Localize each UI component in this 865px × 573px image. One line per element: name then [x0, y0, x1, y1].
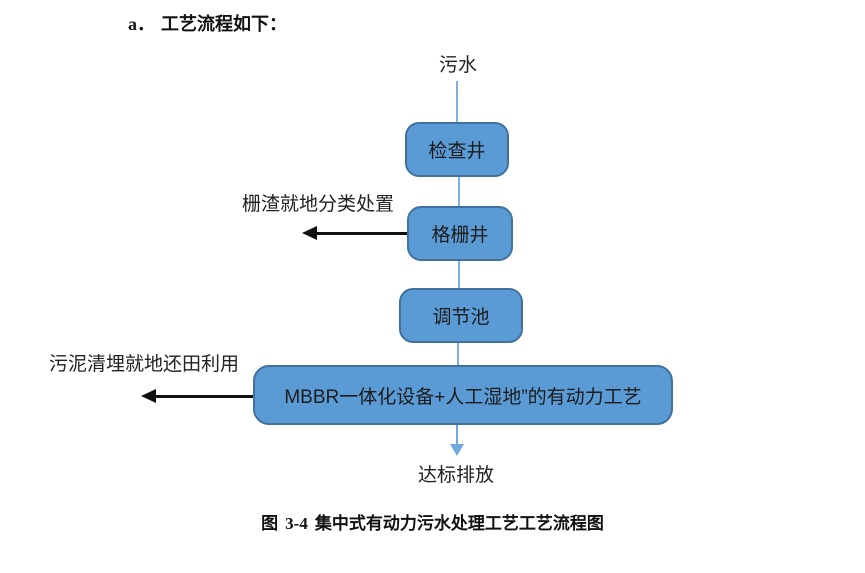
flow-source-label: 污水: [438, 55, 477, 76]
flow-node-mbbr-process: MBBR一体化设备+人工湿地”的有动力工艺: [253, 365, 673, 425]
caption-title: 集中式有动力污水处理工艺工艺流程图: [314, 514, 604, 533]
caption-figure-word: 图: [261, 514, 279, 533]
branch-arrow-line: [155, 395, 253, 398]
heading-text: 工艺流程如下：: [161, 14, 287, 34]
section-heading: a． 工艺流程如下：: [128, 10, 287, 36]
flow-node-regulating-tank: 调节池: [399, 288, 523, 343]
heading-list-marker: a．: [128, 14, 155, 34]
branch-arrow-line: [316, 232, 408, 235]
left-arrowhead-icon: [302, 226, 317, 240]
left-arrowhead-icon: [141, 389, 156, 403]
node-label: 格栅井: [431, 225, 489, 246]
connector-line: [458, 177, 460, 206]
flow-node-grid-well: 格栅井: [407, 206, 513, 261]
down-arrow-line: [456, 425, 458, 446]
connector-line: [456, 81, 458, 122]
node-label: 调节池: [432, 307, 490, 328]
node-label: 检查井: [428, 141, 486, 162]
branch-label-sludge-reuse: 污泥清埋就地还田利用: [49, 354, 240, 375]
caption-figure-number: 3-4: [285, 514, 308, 533]
flow-node-inspection-well: 检查井: [405, 122, 509, 177]
figure-caption: 图 3-4 集中式有动力污水处理工艺工艺流程图: [0, 509, 865, 534]
node-label: MBBR一体化设备+人工湿地”的有动力工艺: [284, 386, 642, 408]
branch-label-screenings-disposal: 栅渣就地分类处置: [242, 194, 395, 215]
connector-line: [458, 261, 460, 288]
down-arrowhead-icon: [450, 444, 464, 456]
connector-line: [457, 343, 459, 365]
flow-sink-label: 达标排放: [417, 465, 494, 486]
